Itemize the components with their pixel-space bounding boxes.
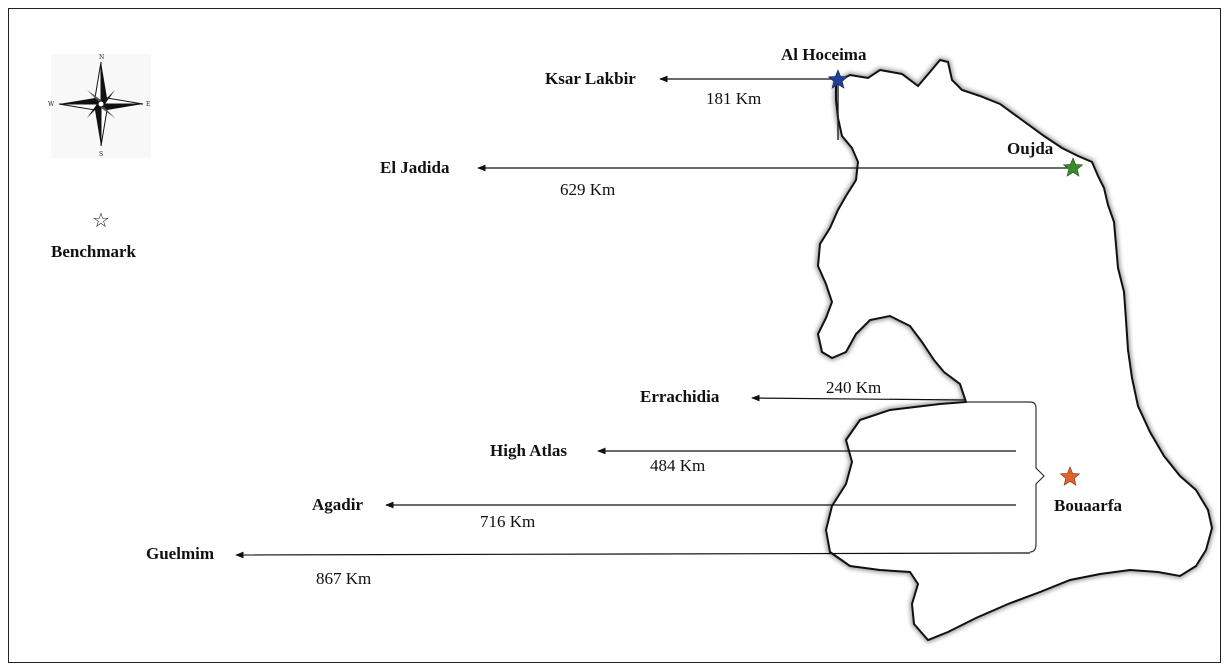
distance-label: 240 Km (826, 378, 881, 397)
bouaarfa-bracket (966, 401, 1045, 553)
origin-bouaarfa: Bouaarfa (1054, 466, 1123, 515)
legend: ☆ Benchmark (51, 208, 137, 261)
destination-label: El Jadida (380, 158, 450, 177)
compass-south-label: S (99, 151, 103, 158)
al-hoceima-star-icon (827, 69, 849, 89)
destination-label: High Atlas (490, 441, 567, 460)
origin-label: Bouaarfa (1054, 496, 1123, 515)
destination-label: Agadir (312, 495, 363, 514)
destination-label: Guelmim (146, 544, 214, 563)
route-errachidia: Errachidia 240 Km (640, 378, 967, 406)
route-agadir: Agadir 716 Km (312, 495, 1016, 531)
oriental-region-outline (815, 57, 1215, 643)
route-high-atlas: High Atlas 484 Km (490, 441, 1016, 475)
distance-label: 867 Km (316, 569, 371, 588)
distance-label: 716 Km (480, 512, 535, 531)
distance-label: 181 Km (706, 89, 761, 108)
destination-label: Errachidia (640, 387, 720, 406)
route-ksar-lakbir: Ksar Lakbir 181 Km (545, 69, 839, 140)
origin-oujda: Oujda (1007, 139, 1084, 177)
distance-label: 484 Km (650, 456, 705, 475)
route-el-jadida: El Jadida 629 Km (380, 158, 1068, 199)
bouaarfa-star-icon (1059, 466, 1081, 486)
destination-label: Ksar Lakbir (545, 69, 636, 88)
legend-label: Benchmark (51, 242, 137, 261)
distance-label: 629 Km (560, 180, 615, 199)
route-guelmim: Guelmim 867 Km (146, 544, 1031, 588)
origin-al-hoceima: Al Hoceima (781, 45, 867, 89)
origin-label: Oujda (1007, 139, 1054, 158)
benchmark-star-icon: ☆ (92, 208, 110, 232)
compass-west-label: W (48, 101, 55, 108)
compass-east-label: E (146, 101, 150, 108)
compass-north-label: N (99, 54, 104, 61)
compass-rose-icon: N S E W (48, 54, 151, 158)
oujda-star-icon (1062, 157, 1084, 177)
origin-label: Al Hoceima (781, 45, 867, 64)
